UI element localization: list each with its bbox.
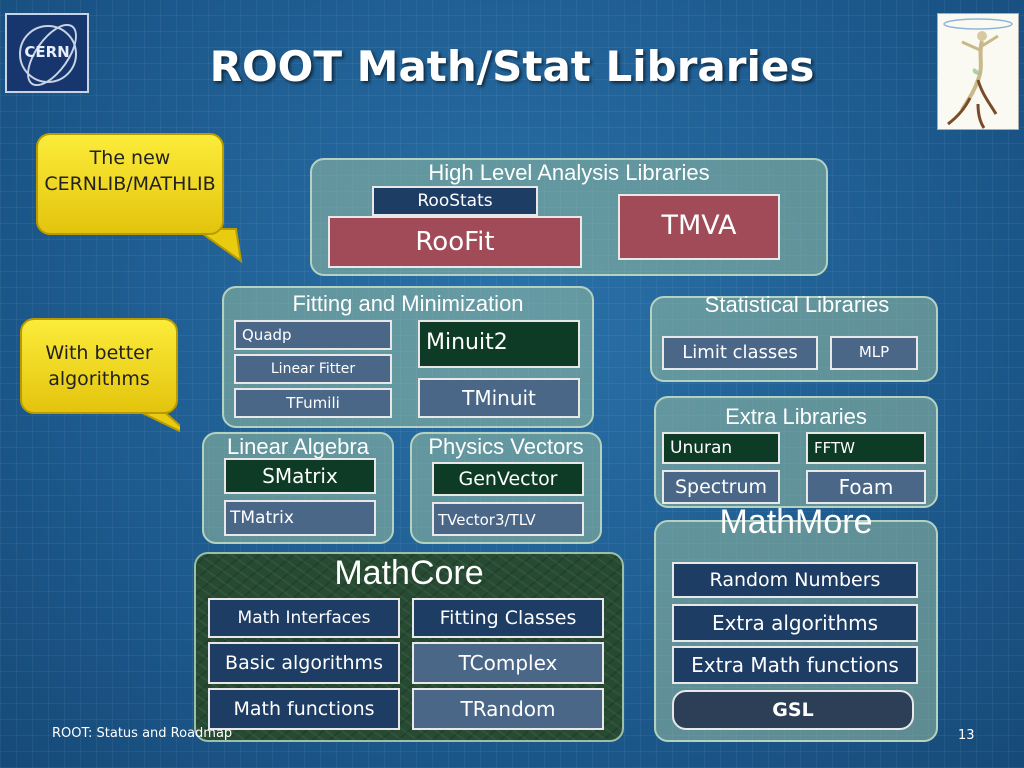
callout-text: The new CERNLIB/MATHLIB bbox=[36, 133, 224, 235]
quadp-box: Quadp bbox=[234, 320, 392, 350]
fitting-classes-box: Fitting Classes bbox=[412, 598, 604, 638]
tminuit-box: TMinuit bbox=[418, 378, 580, 418]
tcomplex-box: TComplex bbox=[412, 642, 604, 684]
trandom-box: TRandom bbox=[412, 688, 604, 730]
tfumili-box: TFumili bbox=[234, 388, 392, 418]
gsl-box: GSL bbox=[672, 690, 914, 730]
footer-left: ROOT: Status and Roadmap bbox=[52, 726, 233, 741]
slide-title: ROOT Math/Stat Libraries bbox=[209, 42, 815, 91]
logo-text: CERN bbox=[24, 43, 70, 61]
page-number: 13 bbox=[958, 728, 975, 743]
callout-text: With better algorithms bbox=[20, 318, 178, 414]
random-numbers-box: Random Numbers bbox=[672, 562, 918, 598]
tmatrix-box: TMatrix bbox=[224, 500, 376, 536]
roofit-box: RooFit bbox=[328, 216, 582, 268]
extra-math-functions-box: Extra Math functions bbox=[672, 646, 918, 684]
tmva-box: TMVA bbox=[618, 194, 780, 260]
panel-title: Physics Vectors bbox=[428, 434, 584, 459]
linear-fitter-box: Linear Fitter bbox=[234, 354, 392, 384]
logo-ring bbox=[19, 25, 77, 83]
tvector-box: TVector3/TLV bbox=[432, 502, 584, 536]
panel-title: Extra Libraries bbox=[725, 404, 867, 429]
minuit2-box: Minuit2 bbox=[418, 320, 580, 368]
panel-title: Linear Algebra bbox=[227, 434, 369, 459]
math-functions-box: Math functions bbox=[208, 688, 400, 730]
callout-new-cernlib: The new CERNLIB/MATHLIB bbox=[36, 133, 258, 263]
smatrix-box: SMatrix bbox=[224, 458, 376, 494]
unuran-box: Unuran bbox=[662, 432, 780, 464]
panel-title: High Level Analysis Libraries bbox=[428, 160, 710, 185]
foam-box: Foam bbox=[806, 470, 926, 504]
cern-logo: CERN bbox=[5, 13, 89, 95]
callout-better-algorithms: With better algorithms bbox=[20, 318, 180, 440]
panel-title: MathMore bbox=[719, 503, 873, 541]
basic-algorithms-box: Basic algorithms bbox=[208, 642, 400, 684]
panel-title: MathCore bbox=[334, 554, 484, 592]
fftw-box: FFTW bbox=[806, 432, 926, 464]
math-interfaces-box: Math Interfaces bbox=[208, 598, 400, 638]
spectrum-box: Spectrum bbox=[662, 470, 780, 504]
mlp-box: MLP bbox=[830, 336, 918, 370]
genvector-box: GenVector bbox=[432, 462, 584, 496]
roostats-box: RooStats bbox=[372, 186, 538, 216]
panel-title: Statistical Libraries bbox=[704, 292, 890, 317]
limit-classes-box: Limit classes bbox=[662, 336, 818, 370]
panel-title: Fitting and Minimization bbox=[292, 291, 524, 316]
extra-algorithms-box: Extra algorithms bbox=[672, 604, 918, 642]
root-tree-figure bbox=[937, 13, 1019, 130]
